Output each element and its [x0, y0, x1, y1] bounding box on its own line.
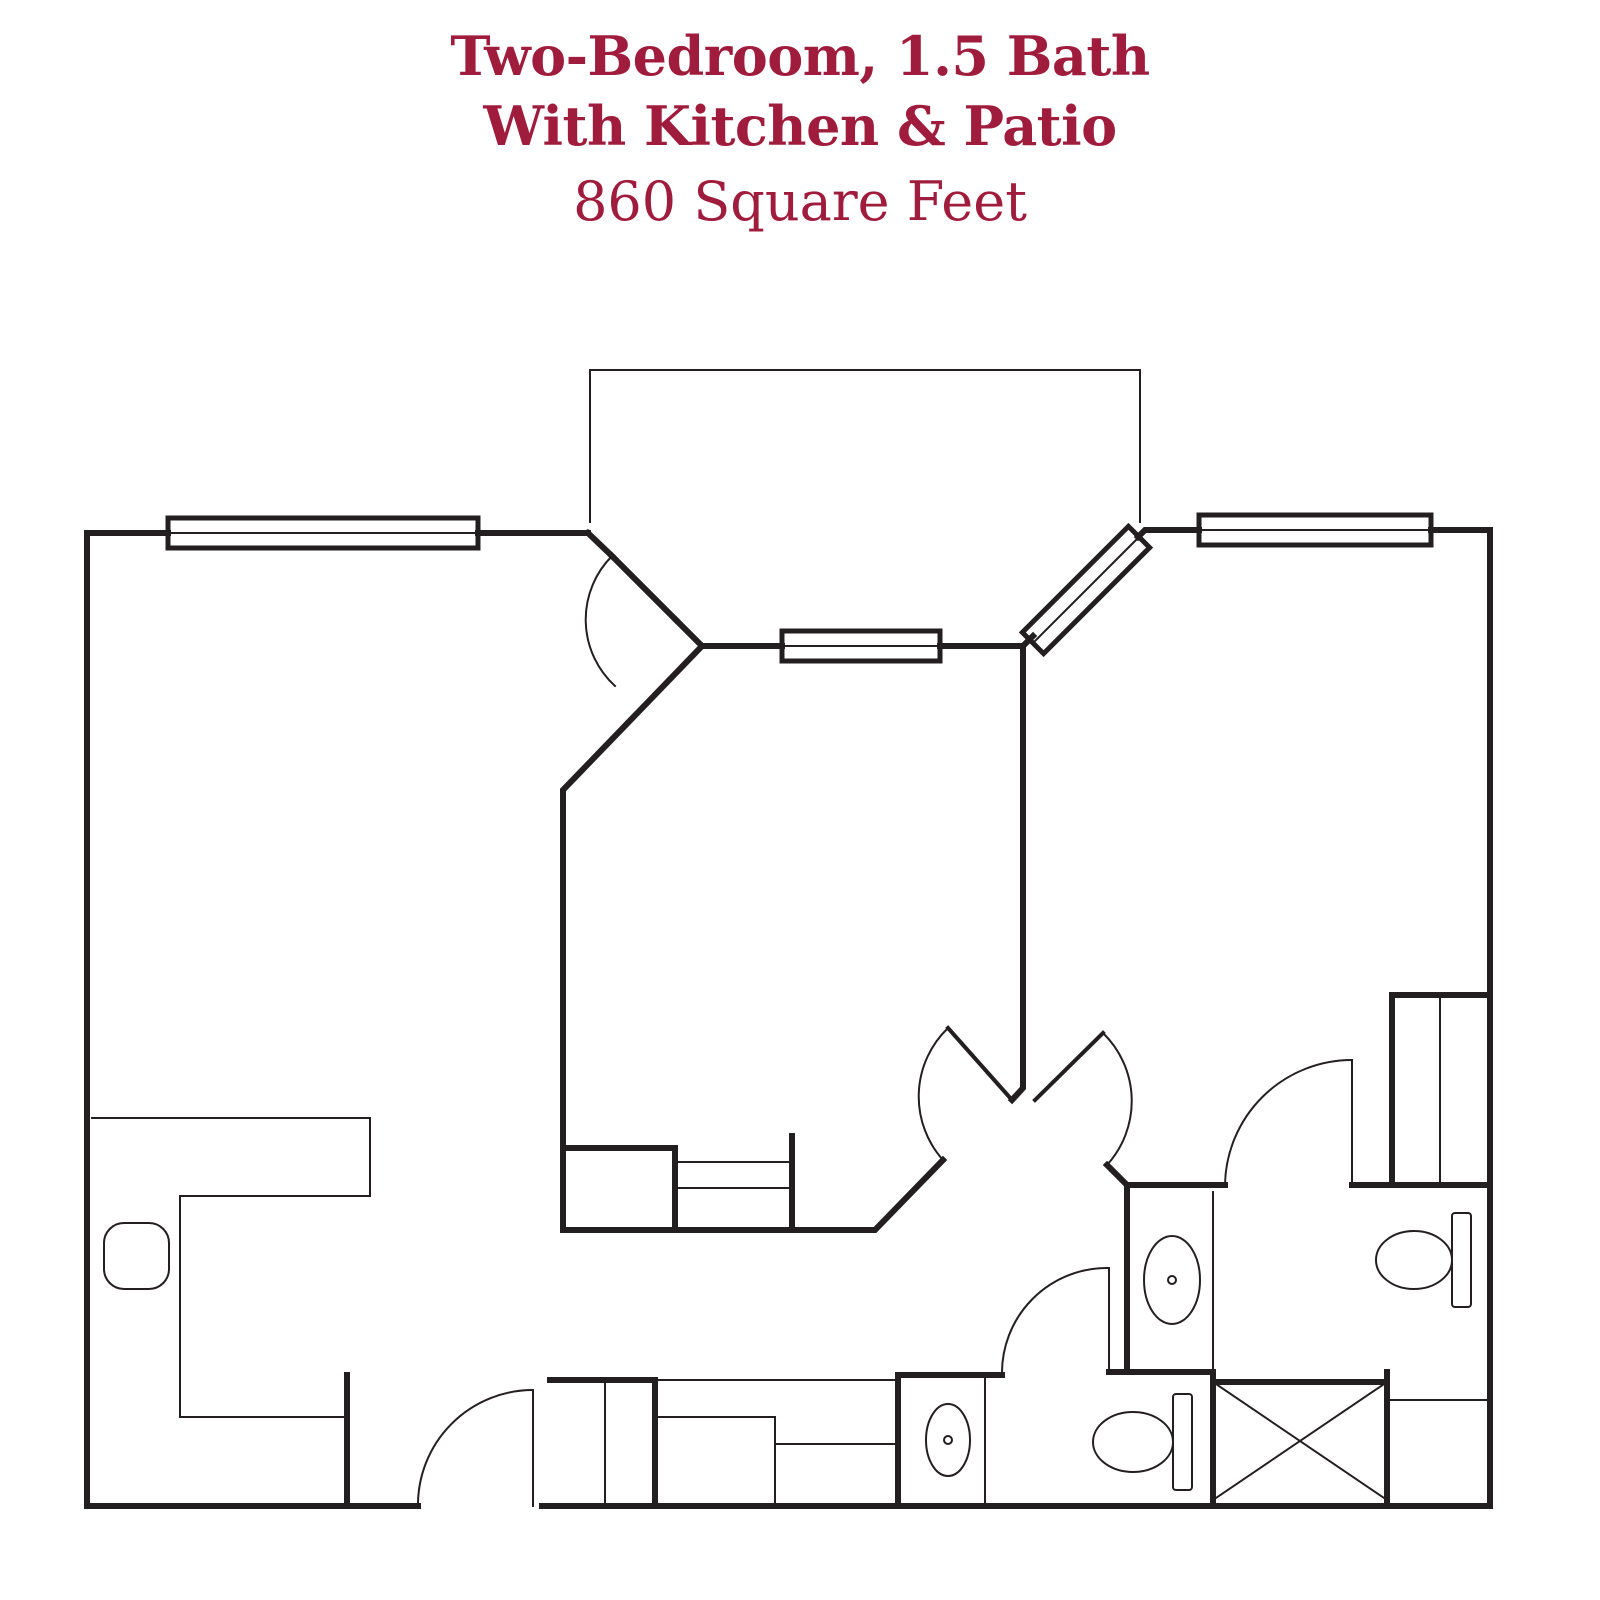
bedroom-1-door: [917, 1025, 1015, 1162]
windows: [165, 512, 1434, 664]
toilet-bath: [1375, 1212, 1472, 1308]
sink-bedroom-1: [103, 1222, 170, 1290]
plan-title-line-1: Two-Bedroom, 1.5 Bath: [450, 24, 1150, 88]
patio-outline: [589, 369, 1141, 523]
plan-area: 860 Square Feet: [573, 170, 1027, 233]
bedroom-2-door: [1032, 1030, 1133, 1167]
doors: [416, 551, 1354, 1508]
interior-walls: [344, 641, 1493, 1509]
patio-door: [584, 551, 681, 688]
bath-door: [1223, 1058, 1354, 1187]
sink-half-bath: [925, 1403, 971, 1477]
fixtures: [91, 994, 1491, 1507]
sink-bath: [1143, 1235, 1201, 1325]
exterior-walls: [84, 527, 1493, 1509]
plan-title-line-2: With Kitchen & Patio: [483, 94, 1117, 158]
toilet-half-bath: [1092, 1393, 1193, 1491]
closet-bedroom-1: [91, 1117, 371, 1418]
shower: [1211, 1380, 1389, 1502]
entry-door: [416, 1388, 535, 1508]
half-bath-door: [1000, 1266, 1111, 1377]
